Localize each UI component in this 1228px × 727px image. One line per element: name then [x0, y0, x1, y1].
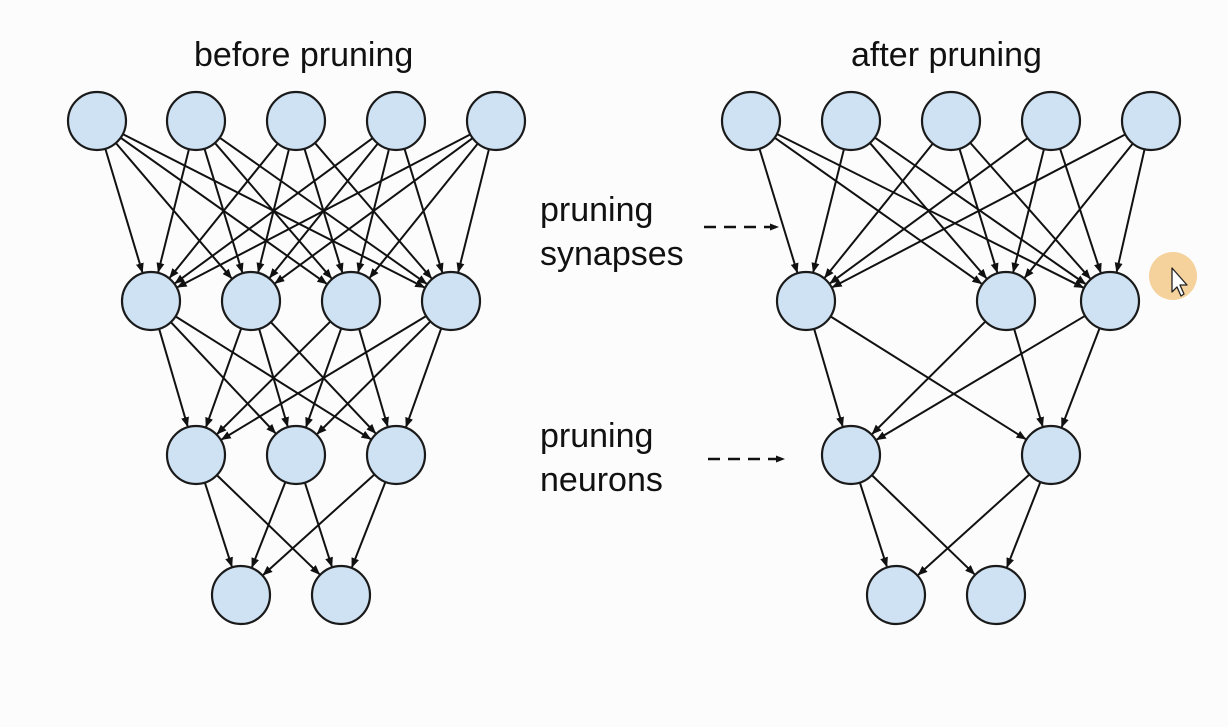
after-edges [757, 132, 1146, 576]
after-neuron-l1-n5 [1120, 90, 1182, 152]
after-synapse-l1-4-1 [829, 136, 1030, 285]
before-synapse-l1-5-3 [369, 141, 480, 279]
before-synapse-l1-2-3 [212, 140, 333, 280]
after-synapse-l3-2-2 [1006, 479, 1043, 569]
after-synapse-l1-5-3 [1114, 147, 1146, 273]
before-synapse-l2-1-2 [168, 319, 277, 434]
after-synapse-l3-1-2 [869, 473, 976, 575]
after-synapse-l2-1-1 [812, 326, 844, 428]
after-synapse-l2-3-2 [1060, 325, 1102, 428]
before-synapse-l3-1-2 [214, 473, 321, 575]
after-synapse-l2-3-1 [875, 313, 1088, 441]
after-synapse-l1-4-2 [1011, 146, 1046, 273]
before-synapse-l3-2-1 [251, 479, 288, 569]
before-synapse-l1-2-1 [156, 146, 191, 273]
before-synapse-l3-2-2 [303, 480, 333, 568]
after-neuron-l4-n2 [965, 564, 1027, 626]
pruning-synapses-line1: pruning [540, 191, 654, 229]
after-synapse-l1-1-1 [757, 146, 799, 274]
after-synapse-l1-2-2 [867, 140, 988, 280]
pruning-neurons-label: pruning neurons [540, 414, 663, 502]
annotation-arrows [704, 223, 785, 463]
cursor-pointer-icon [1171, 267, 1188, 297]
before-synapse-l1-3-4 [312, 140, 433, 280]
before-synapse-l2-4-3 [405, 326, 443, 428]
before-neuron-l4-n2 [310, 564, 372, 626]
pruning-synapses-label: pruning synapses [540, 188, 684, 276]
before-synapse-l3-1-1 [203, 480, 233, 568]
pruning-synapses-line2: synapses [540, 235, 684, 273]
after-neuron-l4-n1 [865, 564, 927, 626]
before-neuron-l1-n3 [265, 90, 327, 152]
after-neuron-l1-n4 [1020, 90, 1082, 152]
before-neuron-l3-n3 [365, 424, 427, 486]
before-neuron-l1-n4 [365, 90, 427, 152]
before-synapse-l2-3-3 [357, 326, 389, 428]
after-synapse-l1-5-2 [1024, 141, 1135, 279]
after-synapse-l1-3-2 [957, 146, 999, 274]
before-nodes [66, 90, 527, 626]
before-synapse-l1-4-1 [174, 136, 375, 285]
before-neuron-l2-n2 [220, 270, 282, 332]
before-neuron-l1-n5 [465, 90, 527, 152]
after-synapse-l2-2-1 [871, 319, 988, 435]
after-synapse-l1-1-2 [772, 135, 983, 285]
before-edges [103, 132, 491, 576]
before-synapse-l1-3-3 [302, 146, 344, 274]
after-neuron-l2-n1 [775, 270, 837, 332]
after-neuron-l1-n1 [720, 90, 782, 152]
after-neuron-l1-n3 [920, 90, 982, 152]
before-synapse-l1-2-2 [202, 146, 244, 274]
before-synapse-l3-3-1 [262, 472, 377, 576]
after-synapse-l2-2-2 [1012, 326, 1044, 428]
after-neuron-l2-n2 [975, 270, 1037, 332]
before-pruning-title: before pruning [194, 36, 414, 74]
after-synapse-l1-3-1 [824, 141, 935, 279]
after-synapse-l1-5-1 [831, 132, 1128, 289]
after-synapse-l3-1-1 [858, 480, 888, 568]
after-synapse-l3-2-1 [917, 472, 1032, 576]
after-pruning-title: after pruning [851, 36, 1042, 74]
before-synapse-l1-5-4 [456, 146, 491, 273]
before-synapse-l1-5-2 [274, 136, 475, 285]
before-synapse-l2-3-1 [216, 319, 333, 435]
before-neuron-l1-n2 [165, 90, 227, 152]
before-neuron-l2-n4 [420, 270, 482, 332]
mouse-cursor-icon [1149, 252, 1197, 300]
after-neuron-l2-n3 [1079, 270, 1141, 332]
after-synapse-l2-1-2 [828, 314, 1027, 440]
before-synapse-l1-4-4 [402, 146, 444, 274]
before-synapse-l2-4-1 [220, 314, 429, 441]
before-neuron-l2-n3 [320, 270, 382, 332]
before-synapse-l2-2-3 [268, 319, 377, 434]
before-neuron-l1-n1 [66, 90, 128, 152]
after-neuron-l1-n2 [820, 90, 882, 152]
pruning-neurons-line1: pruning [540, 417, 654, 455]
before-synapse-l3-3-2 [351, 479, 388, 569]
before-synapse-l2-4-2 [316, 319, 433, 435]
before-synapse-l2-2-1 [205, 326, 243, 428]
after-synapse-l1-2-1 [811, 146, 846, 273]
before-neuron-l3-n2 [265, 424, 327, 486]
before-neuron-l3-n1 [165, 424, 227, 486]
before-synapse-l1-5-1 [176, 132, 473, 289]
before-synapse-l1-3-1 [169, 141, 280, 279]
before-synapse-l2-1-1 [157, 326, 189, 428]
before-synapse-l2-2-2 [257, 326, 289, 428]
before-synapse-l1-1-1 [103, 146, 144, 274]
before-neuron-l2-n1 [120, 270, 182, 332]
pruning-neurons-line2: neurons [540, 461, 663, 499]
after-neuron-l3-n2 [1020, 424, 1082, 486]
before-neuron-l4-n1 [210, 564, 272, 626]
after-nodes [720, 90, 1182, 626]
after-neuron-l3-n1 [820, 424, 882, 486]
